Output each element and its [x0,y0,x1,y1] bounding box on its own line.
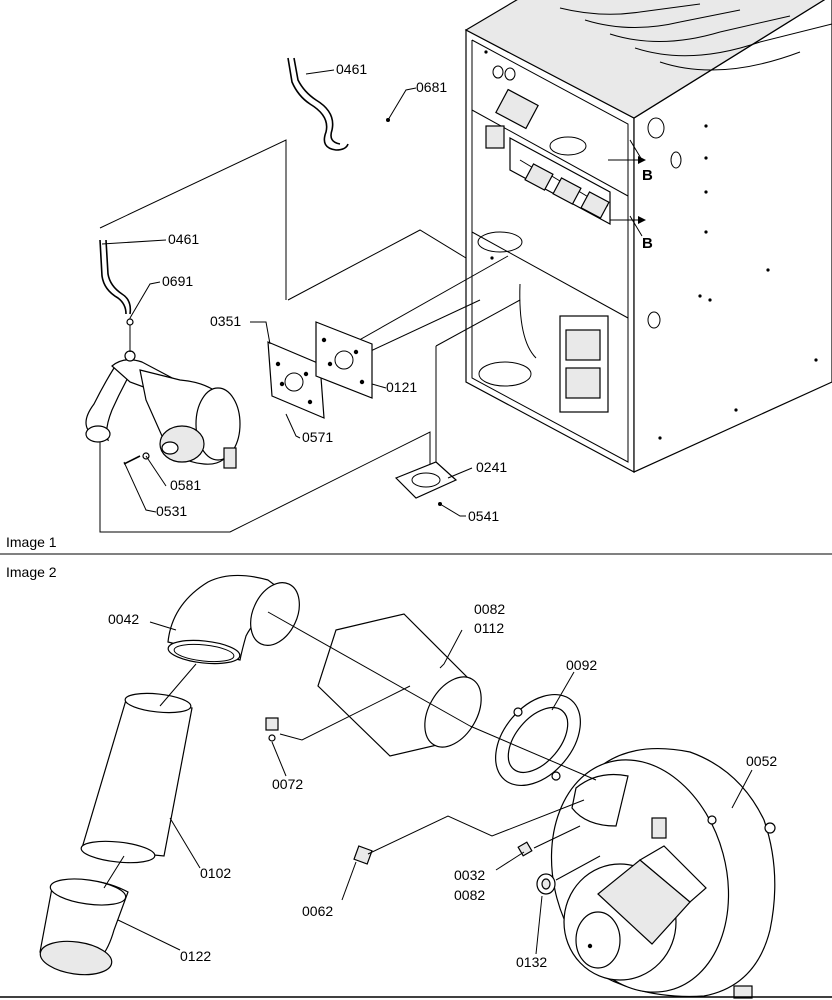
inducer-assembly [85,318,241,469]
gasket-plate [267,341,325,419]
callout-0032: 0032 [454,867,485,883]
mounting-plate [315,321,373,399]
callout-0092: 0092 [566,657,597,673]
view-mark-b-upper: B [642,167,653,184]
callout-0102: 0102 [200,865,231,881]
screw-0032 [517,841,533,857]
callout-0241: 0241 [476,459,507,475]
callout-0072: 0072 [272,776,303,792]
clip-0062 [353,845,373,865]
callout-0531: 0531 [156,503,187,519]
elbow-fitting [167,574,300,665]
furnace-cabinet [464,0,832,474]
flue-gasket [394,461,458,499]
panel-label-image2: Image 2 [6,564,57,580]
view-arrow-b-lower: B [610,216,653,252]
callout-0691: 0691 [162,273,193,289]
callout-0132: 0132 [516,954,547,970]
callout-0541: 0541 [468,508,499,524]
callout-0461-upper: 0461 [336,61,367,77]
inducer-gasket [495,693,581,787]
straight-pipe [80,692,193,864]
callout-0581: 0581 [170,477,201,493]
image2-diagram: 0042 0082 0112 0092 0052 0072 0102 0032 … [39,574,777,999]
callout-0121: 0121 [386,379,417,395]
callout-0681: 0681 [416,79,447,95]
vent-pipe [317,613,482,757]
pressure-hose-lower [99,239,127,315]
callout-0052: 0052 [746,753,777,769]
hose-barb-0072 [265,717,279,742]
view-arrow-b-upper: B [608,156,653,184]
callout-0082-upper: 0082 [474,601,505,617]
callout-0351: 0351 [210,313,241,329]
panel-label-image1: Image 1 [6,534,57,550]
pipe-coupling [39,878,129,976]
callout-0122: 0122 [180,948,211,964]
image1-diagram: B B [85,0,832,533]
pressure-hose-upper [287,57,349,151]
callout-0112: 0112 [474,620,504,636]
callout-0461-lower: 0461 [168,231,199,247]
callout-0082-lower: 0082 [454,887,485,903]
inducer-motor [550,747,776,999]
plug-0132 [536,873,556,895]
callout-0042: 0042 [108,611,139,627]
callout-0571: 0571 [302,429,333,445]
view-mark-b-lower: B [642,235,653,252]
callout-0062: 0062 [302,903,333,919]
